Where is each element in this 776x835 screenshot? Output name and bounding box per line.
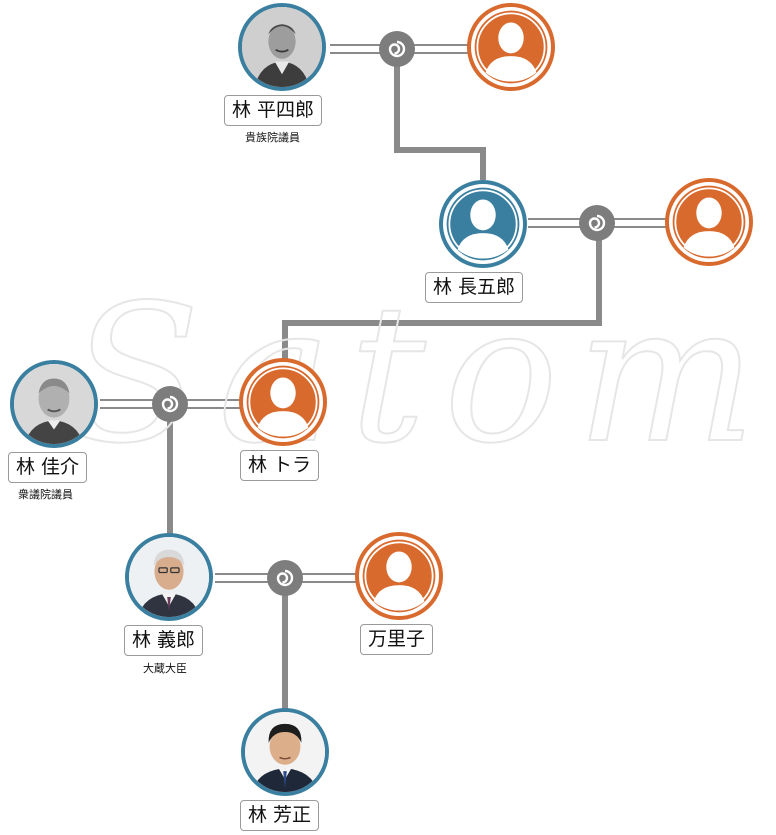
female-avatar-icon [467,3,555,91]
person-name: 林 長五郎 [425,272,524,303]
female-avatar-icon [355,532,443,620]
person-name: 林 トラ [240,450,320,481]
portrait-photo-yoshimasa [241,708,329,796]
person-name: 林 義郎 [124,625,204,656]
line-heishiro-to-chogoro [394,60,486,180]
person-name: 万里子 [360,624,434,655]
marriage-knot-icon [152,386,188,422]
person-name: 林 芳正 [240,800,320,831]
female-avatar-icon [665,178,753,266]
portrait-photo-heishiro [238,3,326,91]
portrait-photo-keisuke [10,360,98,448]
person-name: 林 佳介 [8,452,88,483]
portrait-photo-yoshiro [125,533,213,621]
marriage-knot-icon [267,560,303,596]
person-title: 大蔵大臣 [143,662,187,675]
person-title: 衆議院議員 [18,488,73,501]
female-avatar-icon [239,358,327,446]
marriage-knot-icon [579,205,615,241]
male-avatar-icon [439,180,527,268]
person-name: 林 平四郎 [224,95,323,126]
line-chogoro-to-tora [282,240,602,360]
marriage-knot-icon [379,31,415,67]
person-title: 貴族院議員 [245,131,300,144]
